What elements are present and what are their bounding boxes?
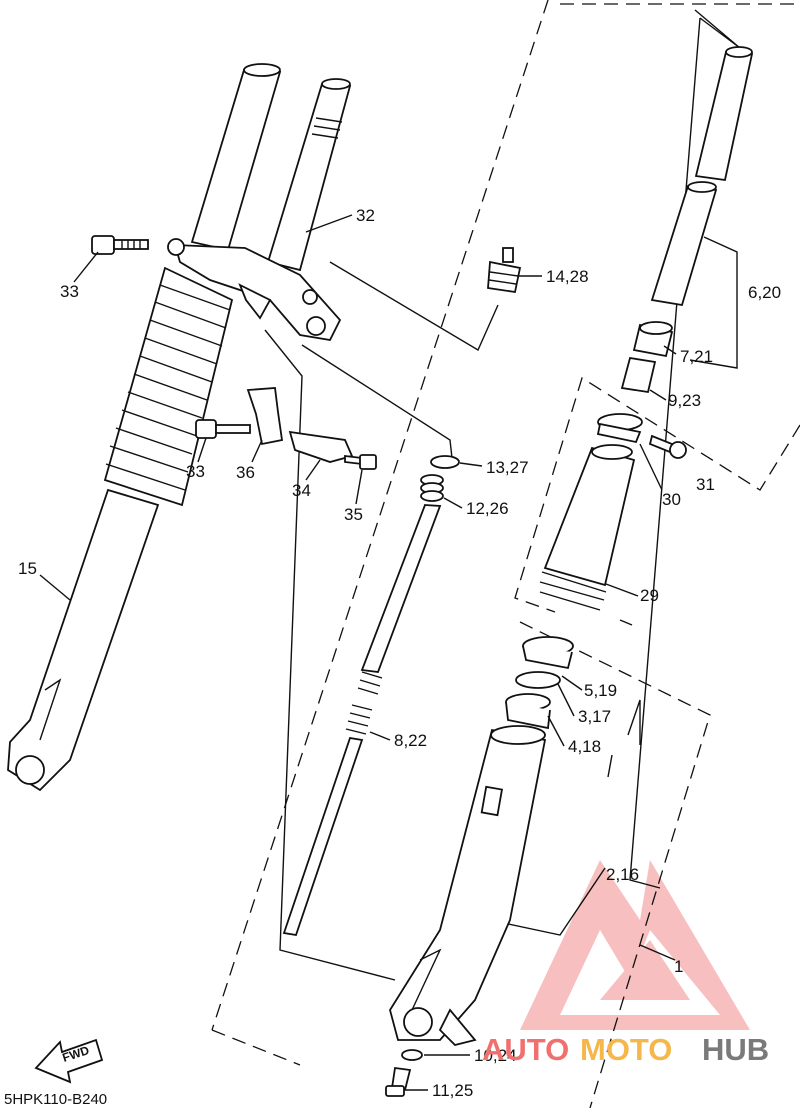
label-part-5: 5,19: [584, 681, 617, 700]
label-part-2: 2,16: [606, 865, 639, 884]
label-part-36: 36: [236, 463, 255, 482]
right-fork-leg-2: [389, 725, 547, 1046]
right-outer-tube-6: [650, 46, 754, 307]
damper-rod-8: [282, 671, 383, 937]
left-fork-inner-tube-32: [266, 78, 352, 272]
holder-34: [288, 430, 354, 463]
fork-spring-rod: [360, 504, 442, 673]
bolt-35: [344, 454, 377, 470]
watermark-text: AUTO MOTO HUB: [482, 1032, 769, 1067]
label-part-11: 11,25: [432, 1081, 473, 1100]
seal-spacer-4: [505, 693, 551, 730]
spring-12: [420, 474, 444, 502]
boot-29: [539, 444, 636, 611]
bushing-9: [620, 356, 657, 394]
fork-bracket: [167, 238, 342, 341]
label-part-6: 6,20: [748, 283, 781, 302]
label-leaders: [39, 214, 677, 1091]
left-fork-outer-tube: [190, 63, 282, 252]
label-part-29: 29: [640, 586, 659, 605]
label-part-7: 7,21: [680, 347, 713, 366]
washer-10: [401, 1049, 423, 1061]
label-part-13: 13,27: [486, 458, 529, 477]
dashed-boundaries: [211, 0, 800, 1108]
label-part-15: 15: [18, 559, 37, 578]
label-part-14: 14,28: [546, 267, 589, 286]
bolt-33-top: [91, 235, 149, 255]
label-part-33-lower: 33: [186, 462, 205, 481]
label-part-35: 35: [344, 505, 363, 524]
fwd-arrow-icon: FWD: [34, 1038, 104, 1084]
label-part-3: 3,17: [578, 707, 611, 726]
band-30: [596, 413, 643, 444]
label-part-33-top: 33: [60, 282, 79, 301]
bushing-7: [632, 321, 674, 358]
left-fork-leg-15: [7, 488, 160, 792]
clamp-36: [246, 387, 284, 446]
washer-13: [430, 455, 460, 469]
label-part-34: 34: [292, 481, 311, 500]
fork-boot-bellows: [103, 266, 234, 507]
label-part-10: 10,24: [474, 1046, 517, 1065]
watermark-moto: MOTO: [580, 1032, 672, 1067]
label-part-31: 31: [696, 475, 715, 494]
label-part-9: 9,23: [668, 391, 701, 410]
label-part-4: 4,18: [568, 737, 601, 756]
watermark-hub: HUB: [702, 1032, 769, 1067]
label-part-8: 8,22: [394, 731, 427, 750]
label-part-1: 1: [674, 957, 683, 976]
screw-31: [648, 434, 687, 459]
watermark-auto: AUTO: [482, 1032, 569, 1067]
bolt-33-lower: [195, 419, 251, 439]
label-part-12: 12,26: [466, 499, 509, 518]
diagram-code: 5HPK110-B240: [4, 1091, 107, 1108]
bolt-11: [385, 1066, 412, 1097]
label-part-30: 30: [662, 490, 681, 509]
label-part-32: 32: [356, 206, 375, 225]
valve-14: [487, 247, 522, 294]
watermark-logo: [520, 860, 750, 1030]
clip-3: [515, 671, 561, 689]
part-labels: 1 2,16 3,17 4,18 5,19 6,20 7,21 8,22 9,2…: [18, 206, 781, 1100]
oil-seal-5: [522, 636, 574, 670]
